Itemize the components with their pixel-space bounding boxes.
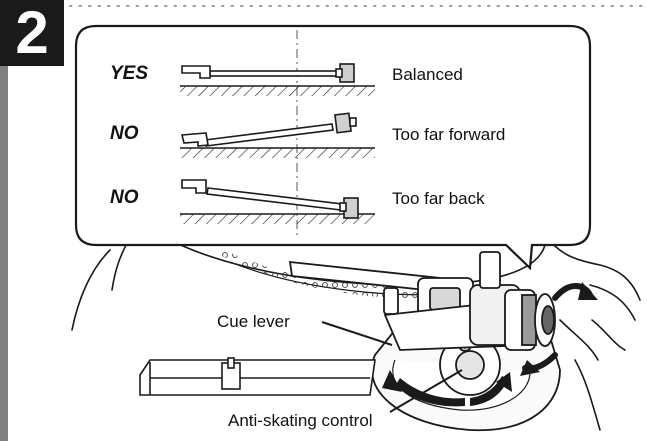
step-number: 2 [15,0,49,66]
description-balanced: Balanced [392,65,463,84]
step-number-badge: 2 [0,0,64,66]
tonearm-forward [180,112,375,158]
anti-skating-leader [389,369,463,413]
verdict-back: NO [110,187,139,208]
description-forward: Too far forward [392,125,506,144]
tonearm-balanced [180,63,375,96]
cue-lever-base [139,357,376,396]
left-margin-bar [0,66,8,441]
anti-skating-label: Anti-skating control [228,411,373,430]
arrow-head-bottom [520,360,540,376]
tonearm [288,251,556,351]
anti-skating-arrows [382,370,512,407]
cue-lever-leader [321,321,393,346]
arrow-head-top [578,282,598,300]
hands [71,234,641,431]
cue-lever-label: Cue lever [217,312,290,331]
verdict-forward: NO [110,123,139,144]
verdict-balanced: YES [110,63,149,84]
description-back: Too far back [392,189,485,208]
balance-panel-frame [74,24,592,271]
tonearm-back [180,179,375,224]
